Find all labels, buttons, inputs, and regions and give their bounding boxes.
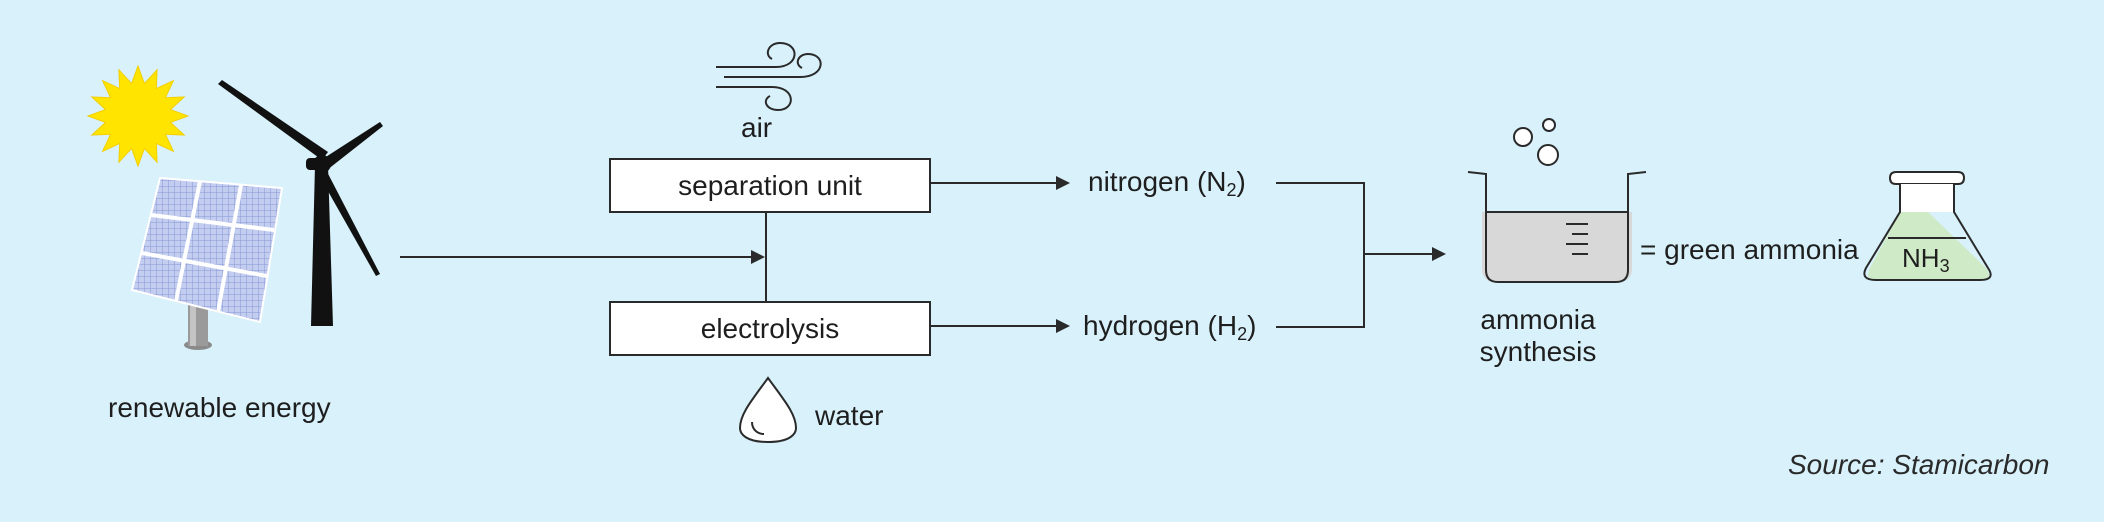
source-label: Source: Stamicarbon <box>1788 449 2050 480</box>
separation-unit-box: separation unit <box>609 158 931 213</box>
solar-panel-icon <box>130 176 284 350</box>
wind-turbine-icon <box>218 80 383 326</box>
connectors <box>400 176 1446 333</box>
green-ammonia-label: = green ammonia <box>1640 234 1859 265</box>
beaker-icon <box>1467 118 1647 283</box>
hydrogen-label: hydrogen (H2) <box>1083 310 1257 344</box>
separation-unit-label: separation unit <box>678 169 862 201</box>
water-label: water <box>815 400 884 431</box>
wind-icon <box>716 41 822 112</box>
flask-formula-label: NH3 <box>1902 243 1950 276</box>
water-drop-icon <box>738 376 798 444</box>
electrolysis-label: electrolysis <box>700 312 840 344</box>
flask-icon <box>1863 171 1992 281</box>
air-label: air <box>741 112 773 143</box>
ammonia-synthesis-label: ammonia synthesis <box>1479 304 1597 367</box>
renewable-energy-label: renewable energy <box>108 392 331 423</box>
sun-icon <box>86 64 190 168</box>
electrolysis-box: electrolysis <box>609 301 931 356</box>
nitrogen-label: nitrogen (N2) <box>1088 166 1246 200</box>
